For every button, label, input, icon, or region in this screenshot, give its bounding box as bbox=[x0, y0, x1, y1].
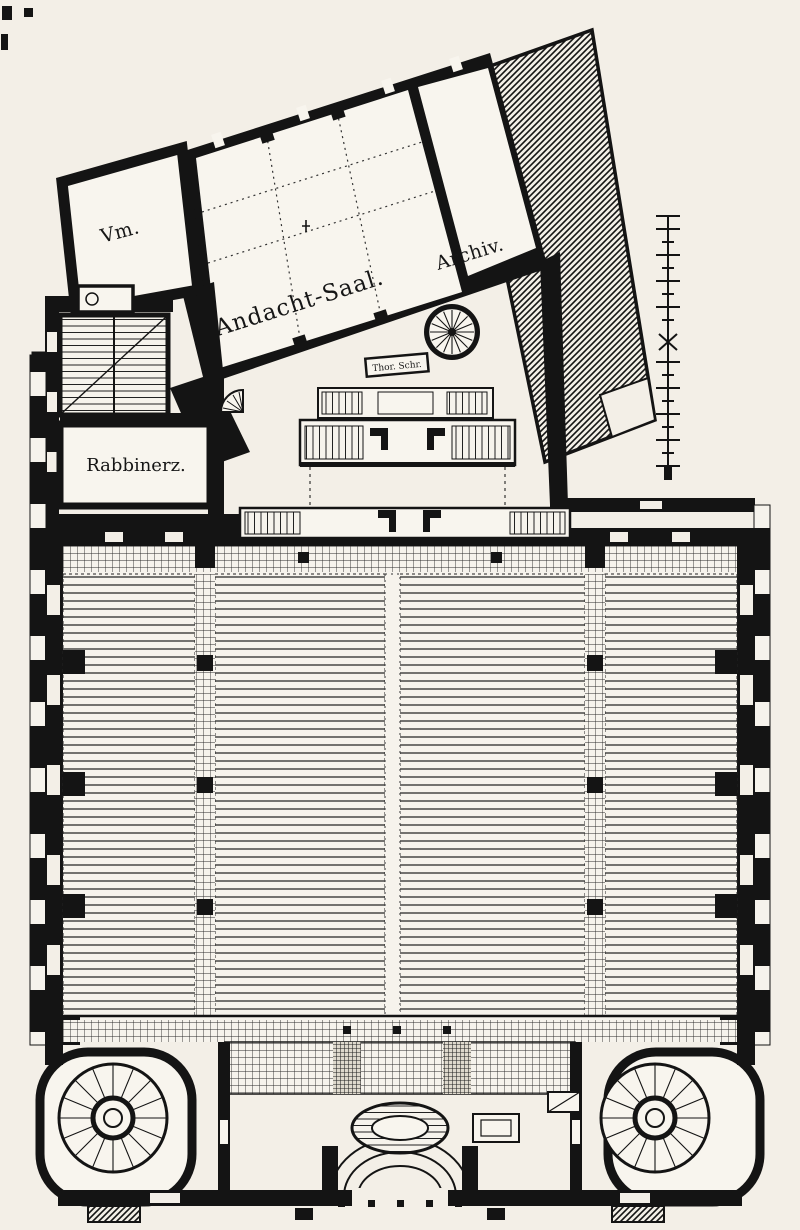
wing-windows bbox=[211, 55, 463, 149]
interior-piers bbox=[63, 650, 737, 918]
vestibule-floor bbox=[224, 1041, 576, 1095]
stair-tower-left bbox=[57, 1062, 169, 1174]
threshold-dots bbox=[338, 1200, 462, 1207]
main-hall bbox=[45, 506, 755, 1045]
room-rabbinerz: Rabbinerz. bbox=[56, 420, 214, 510]
top-wall-windows bbox=[105, 532, 690, 542]
rabbinerz-top-wall bbox=[60, 413, 212, 424]
pew-block-center-left bbox=[214, 573, 386, 1017]
aisle-grid-left bbox=[195, 574, 215, 1016]
ceiling-bay-dotted-lines bbox=[201, 112, 436, 343]
ceiling-hook-mark bbox=[302, 220, 310, 232]
wing-piers bbox=[258, 104, 390, 351]
entrance-jamb-right bbox=[462, 1146, 478, 1198]
pilaster-strip-right bbox=[753, 504, 771, 1046]
neighbor-notch bbox=[598, 376, 657, 439]
entrance-jamb-left bbox=[322, 1146, 338, 1198]
side-wall-windows bbox=[47, 585, 753, 975]
annex-bottom-wall bbox=[45, 514, 245, 528]
annex-entry bbox=[76, 284, 135, 314]
scale-bar bbox=[656, 215, 680, 480]
aisle-grid-right bbox=[585, 574, 605, 1016]
entrance bbox=[322, 1101, 478, 1198]
exterior-stub-right bbox=[611, 1205, 665, 1223]
exterior-stub-left bbox=[87, 1205, 141, 1223]
center-aisle bbox=[384, 573, 401, 1017]
bottom-wall bbox=[58, 1188, 742, 1223]
pilaster-strip-left bbox=[29, 354, 47, 1046]
vestibule-floor-dark-strip bbox=[443, 1042, 471, 1094]
thora-shrine-box: Thor. Schr. bbox=[363, 351, 430, 379]
left-annex: Rabbinerz. bbox=[31, 282, 245, 533]
thora-shrine-label: Thor. Schr. bbox=[372, 360, 422, 374]
top-band-piers bbox=[195, 546, 605, 568]
scale-bar-base bbox=[664, 466, 672, 480]
spiral-stair-icon bbox=[424, 304, 480, 360]
staircase bbox=[57, 312, 171, 418]
room-andacht-saal: Andacht-Saal. bbox=[196, 90, 462, 368]
vestibule-wall-right bbox=[570, 1042, 582, 1192]
annex-wall-windows bbox=[47, 332, 57, 472]
entrance-oval bbox=[350, 1101, 450, 1155]
top-aisle-grid bbox=[63, 546, 737, 572]
choir-platform bbox=[298, 418, 517, 467]
right-upper-section bbox=[550, 498, 771, 1046]
stair-fan-icon bbox=[219, 388, 244, 413]
pew-block-center-right bbox=[399, 573, 586, 1017]
vestibule bbox=[35, 1035, 765, 1223]
scale-bar-cross bbox=[658, 333, 678, 351]
almemor-upper-platform bbox=[317, 387, 494, 419]
almemor-lower-band bbox=[238, 506, 572, 540]
vestibule-fixtures bbox=[472, 1091, 581, 1143]
wing-right-stub-wall bbox=[540, 252, 568, 505]
vestibule-wall-left bbox=[218, 1042, 230, 1192]
upper-wing: Vm. Andacht-Saal. Archiv. bbox=[56, 53, 568, 505]
scan-artifacts bbox=[1, 6, 33, 50]
annex-inner-wall-upper bbox=[196, 282, 224, 384]
hall-bottom-band bbox=[63, 1014, 737, 1042]
vestibule-floor-dark-strip bbox=[333, 1042, 361, 1094]
door-swing-icon bbox=[85, 292, 99, 306]
stair-tower-right bbox=[599, 1062, 711, 1174]
room-rabbinerz-label: Rabbinerz. bbox=[86, 455, 186, 476]
